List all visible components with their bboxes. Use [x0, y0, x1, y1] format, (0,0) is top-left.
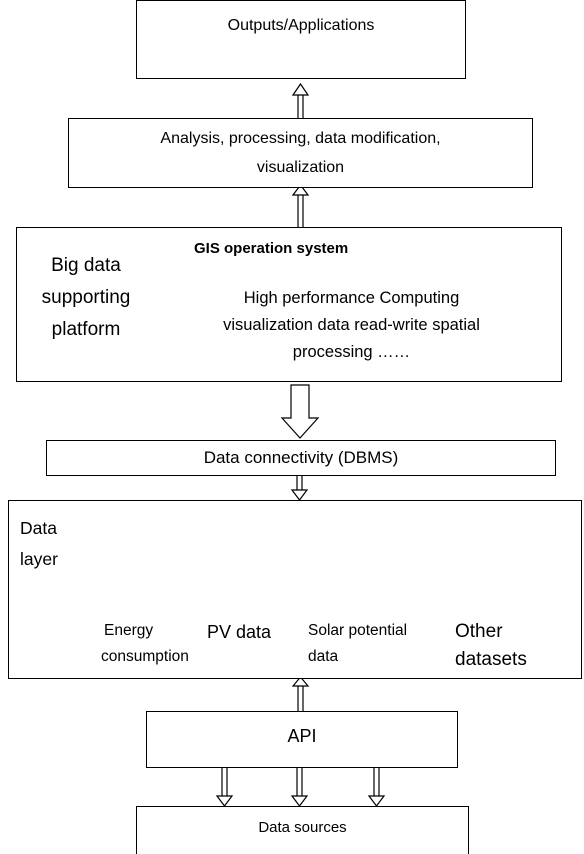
- data-layer-title-line2: layer: [20, 549, 58, 569]
- outputs-applications-label: Outputs/Applications: [227, 17, 375, 34]
- arrow-api-to-datalayer: [291, 676, 310, 711]
- api-box: API: [146, 711, 458, 768]
- arrow-platform-to-analysis: [291, 184, 310, 227]
- analysis-box: Analysis, processing, data modification,…: [68, 118, 533, 188]
- arrow-platform-to-connectivity: [280, 384, 320, 439]
- energy-consumption-line1: Energy: [104, 622, 154, 639]
- arrow-analysis-to-outputs: [291, 82, 310, 118]
- other-datasets-line2: datasets: [455, 649, 527, 670]
- data-layer-box: Data layer Energy consumption PV data So…: [8, 500, 582, 679]
- other-datasets-line1: Other: [455, 621, 503, 642]
- solar-potential-line2: data: [308, 648, 339, 665]
- hpc-line3: processing ……: [292, 343, 411, 361]
- analysis-label-line2: visualization: [256, 159, 345, 176]
- big-data-platform-line3: platform: [51, 319, 121, 340]
- gis-operation-system-title: GIS operation system: [194, 240, 349, 257]
- gis-platform-box: GIS operation system Big data supporting…: [16, 227, 562, 382]
- hpc-line2: visualization data read-write spatial: [223, 316, 480, 334]
- energy-consumption-line2: consumption: [101, 648, 189, 665]
- data-connectivity-label: Data connectivity (DBMS): [203, 448, 399, 467]
- data-connectivity-box: Data connectivity (DBMS): [46, 440, 556, 476]
- arrow-connectivity-to-datalayer: [290, 475, 309, 501]
- pv-data-label: PV data: [207, 622, 272, 642]
- arrow-api-to-sources-center: [290, 768, 309, 807]
- arrow-api-to-sources-right: [367, 768, 386, 807]
- arrow-api-to-sources-left: [215, 768, 234, 807]
- data-sources-box: Data sources: [136, 806, 469, 854]
- hpc-line1: High performance Computing: [243, 289, 460, 307]
- big-data-platform-line1: Big data: [51, 255, 121, 276]
- data-sources-label: Data sources: [258, 819, 347, 836]
- data-layer-title-line1: Data: [20, 518, 57, 538]
- analysis-label-line1: Analysis, processing, data modification,: [160, 130, 441, 147]
- solar-potential-line1: Solar potential: [308, 622, 408, 639]
- big-data-platform-line2: supporting: [41, 287, 131, 308]
- api-label: API: [287, 726, 317, 746]
- outputs-applications-box: Outputs/Applications: [136, 0, 466, 79]
